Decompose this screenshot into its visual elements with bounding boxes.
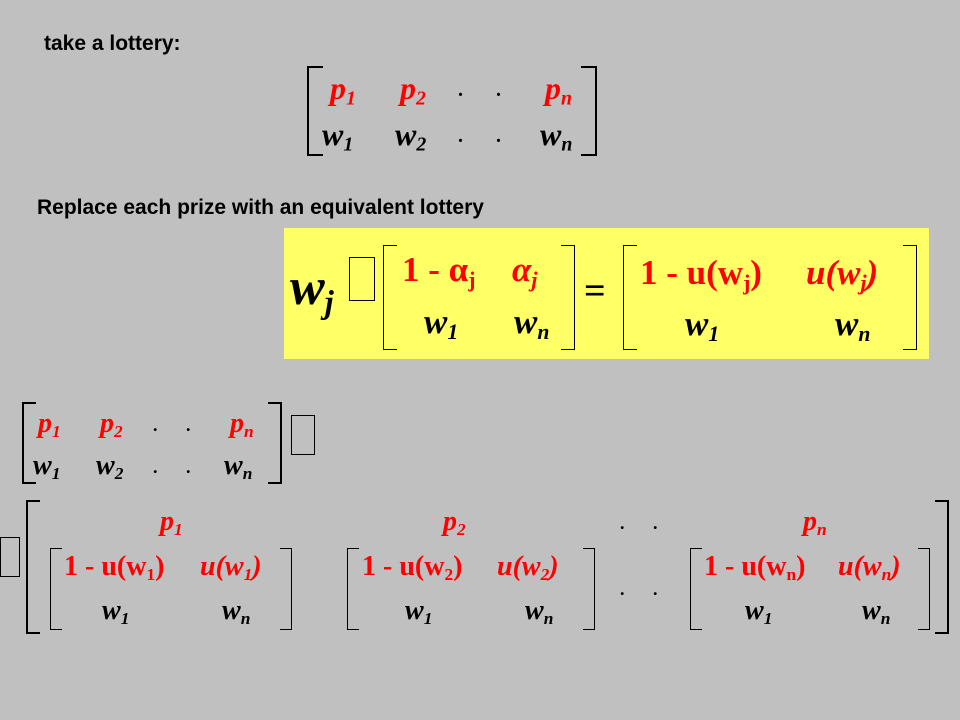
- sub-lottery-n-right-bracket: [918, 548, 930, 630]
- lottery-wn: wn: [540, 116, 573, 156]
- sub-lottery-1-right-bracket: [280, 548, 292, 630]
- lottery-repeat-right-bracket: [268, 402, 282, 484]
- lottery-repeat-pn: pn: [230, 408, 254, 441]
- equivalence-equals: =: [584, 270, 606, 312]
- equivalence-alpha: αj: [512, 250, 538, 293]
- heading-replace-prize: Replace each prize with an equivalent lo…: [37, 196, 484, 219]
- sub-lottery-2-one-minus-u: 1 - u(w2): [362, 551, 463, 584]
- lottery-left-bracket: [307, 66, 323, 156]
- sub-lottery-n-left-bracket: [690, 548, 702, 630]
- equivalence-result-w1: w1: [685, 304, 720, 347]
- lottery-repeat-w1: w1: [33, 450, 61, 483]
- equivalence-u: u(wj): [806, 253, 879, 296]
- equivalence-w1: w1: [424, 302, 459, 345]
- equivalence-highlight: [284, 228, 929, 359]
- sub-lottery-n-wn: wn: [862, 595, 891, 628]
- compound-left-bracket: [26, 500, 40, 634]
- lottery-repeat-w2: w2: [96, 450, 124, 483]
- lottery-repeat-p2: p2: [100, 408, 123, 441]
- lottery-repeat-left-bracket: [22, 402, 36, 484]
- lottery-dots-bottom: . .: [458, 125, 515, 147]
- heading-take-lottery: take a lottery:: [44, 32, 181, 55]
- equivalence-one-minus-alpha: 1 - αj: [402, 250, 476, 293]
- missing-glyph-symbol: [349, 257, 375, 301]
- compound-p2: p2: [443, 506, 466, 539]
- equivalence-left-bracket-close: [561, 245, 575, 350]
- sub-lottery-1-u: u(w1): [200, 551, 262, 584]
- sub-lottery-n-u: u(wn): [838, 551, 901, 584]
- equivalence-lhs-wj: wj: [290, 259, 334, 321]
- missing-glyph-symbol: [291, 415, 315, 455]
- compound-dots-top: . .: [620, 513, 670, 533]
- lottery-repeat-wn: wn: [224, 450, 253, 483]
- compound-right-bracket: [935, 500, 949, 634]
- equivalence-result-wn: wn: [835, 304, 871, 347]
- equivalence-one-minus-u: 1 - u(wj): [640, 253, 762, 296]
- lottery-w2: w2: [395, 116, 427, 156]
- equivalence-result-right-bracket: [903, 245, 917, 350]
- sub-lottery-2-u: u(w2): [497, 551, 559, 584]
- sub-lottery-1-w1: w1: [102, 595, 130, 628]
- lottery-dots-top: . .: [458, 79, 515, 101]
- equivalence-wn: wn: [514, 302, 550, 345]
- sub-lottery-2-right-bracket: [583, 548, 595, 630]
- lottery-repeat-dots-top: . .: [153, 415, 203, 435]
- lottery-p1: p1: [330, 70, 356, 110]
- compound-pn: pn: [803, 506, 827, 539]
- lottery-pn: pn: [545, 70, 573, 110]
- compound-p1: p1: [160, 506, 183, 539]
- lottery-w1: w1: [322, 116, 354, 156]
- equivalence-result-left-bracket: [623, 245, 637, 350]
- compound-dots-middle: . .: [620, 579, 670, 599]
- sub-lottery-1-one-minus-u: 1 - u(w1): [64, 551, 165, 584]
- lottery-repeat-dots-bottom: . .: [153, 457, 203, 477]
- lottery-repeat-p1: p1: [38, 408, 61, 441]
- sub-lottery-2-w1: w1: [405, 595, 433, 628]
- sub-lottery-2-wn: wn: [525, 595, 554, 628]
- equivalence-left-bracket: [383, 245, 397, 350]
- sub-lottery-1-left-bracket: [50, 548, 62, 630]
- sub-lottery-2-left-bracket: [347, 548, 359, 630]
- lottery-right-bracket: [581, 66, 597, 156]
- missing-glyph-symbol: [0, 537, 20, 577]
- sub-lottery-n-w1: w1: [745, 595, 773, 628]
- sub-lottery-1-wn: wn: [222, 595, 251, 628]
- lottery-p2: p2: [400, 70, 426, 110]
- sub-lottery-n-one-minus-u: 1 - u(wn): [704, 551, 806, 584]
